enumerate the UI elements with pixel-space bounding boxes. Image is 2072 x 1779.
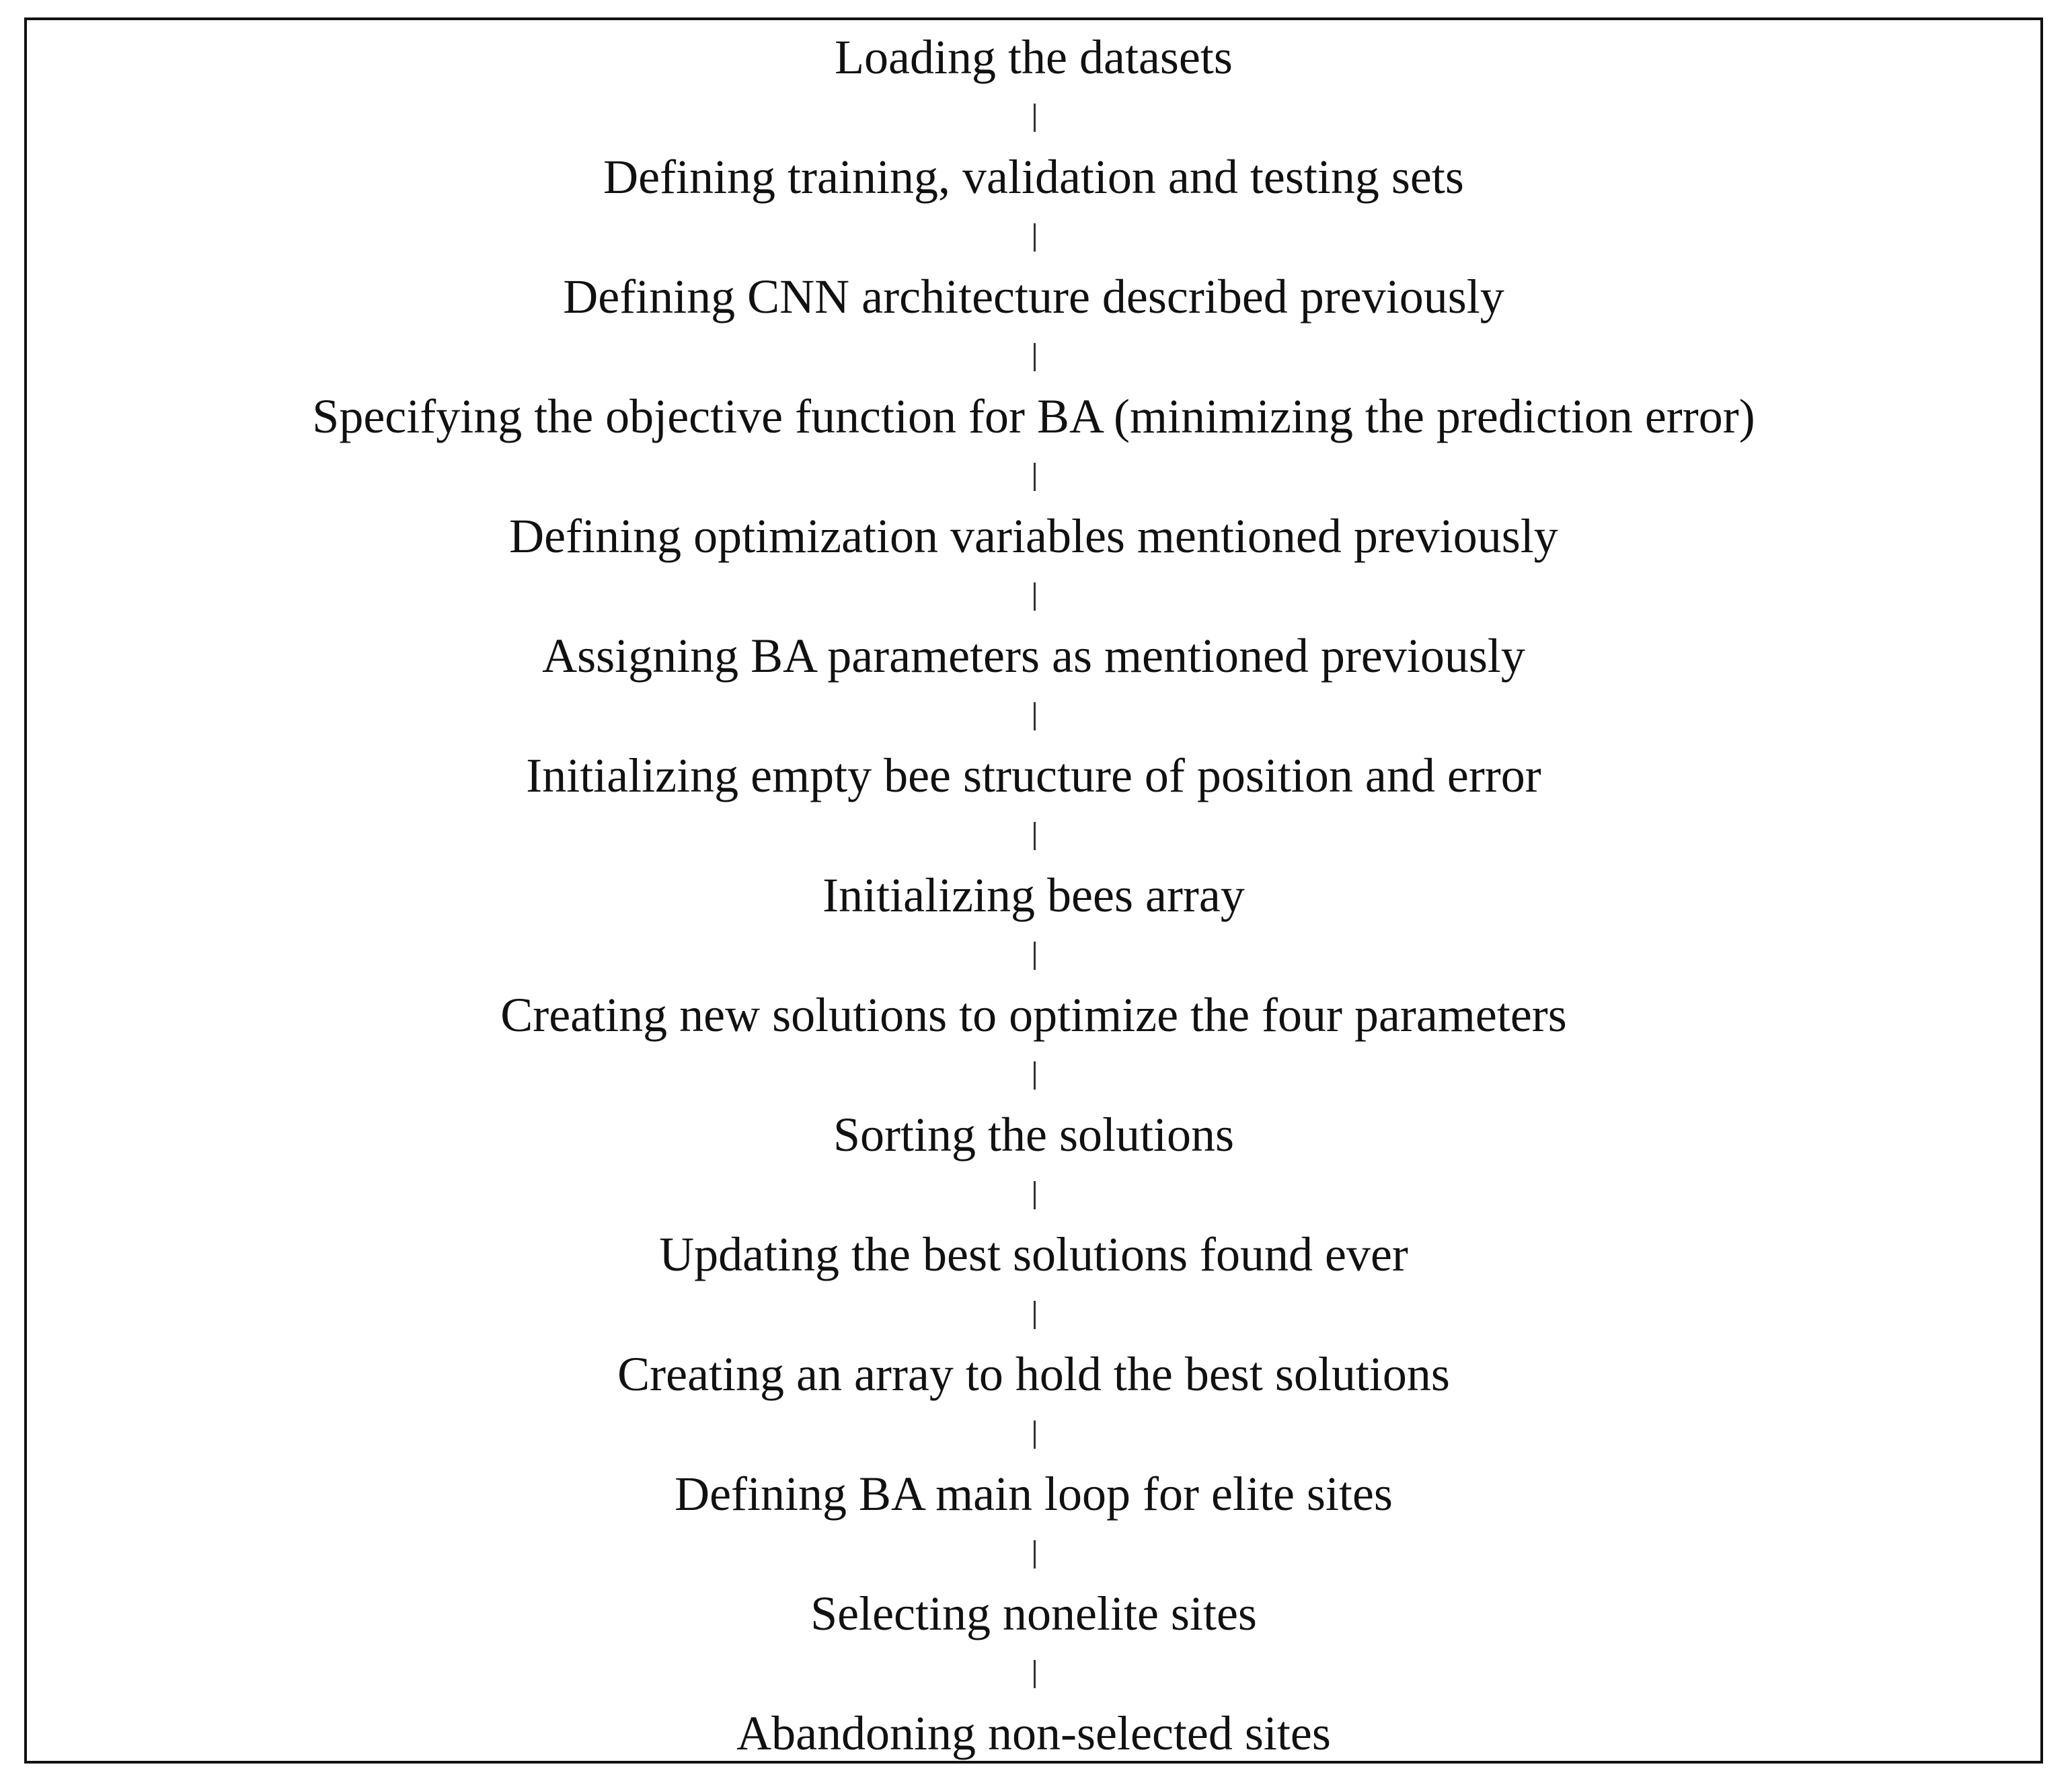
flow-connector-7	[1034, 822, 1036, 850]
flow-step-4: Specifying the objective function for BA…	[312, 389, 1755, 443]
flow-step-8: Initializing bees array	[822, 868, 1245, 922]
flow-step-5: Defining optimization variables mentione…	[509, 509, 1558, 563]
flow-connector-5	[1034, 582, 1036, 611]
flow-connector-11	[1034, 1301, 1036, 1329]
flow-step-10: Sorting the solutions	[833, 1108, 1235, 1162]
flow-connector-12	[1034, 1421, 1036, 1449]
flow-connector-13	[1034, 1540, 1036, 1568]
flow-connector-10	[1034, 1181, 1036, 1209]
flow-step-12: Creating an array to hold the best solut…	[617, 1347, 1450, 1401]
flow-step-14: Selecting nonelite sites	[810, 1587, 1257, 1640]
flow-connector-3	[1034, 343, 1036, 371]
flow-step-1: Loading the datasets	[835, 30, 1233, 84]
flow-step-3: Defining CNN architecture described prev…	[563, 270, 1504, 324]
flow-step-15: Abandoning non-selected sites	[736, 1706, 1331, 1760]
flow-connector-2	[1034, 223, 1036, 252]
flow-connector-1	[1034, 104, 1036, 132]
flow-connector-4	[1034, 463, 1036, 491]
flow-step-7: Initializing empty bee structure of posi…	[526, 749, 1541, 802]
flow-step-9: Creating new solutions to optimize the f…	[500, 988, 1567, 1042]
flow-step-11: Updating the best solutions found ever	[659, 1227, 1408, 1281]
flow-connector-6	[1034, 702, 1036, 730]
flow-step-6: Assigning BA parameters as mentioned pre…	[542, 629, 1525, 683]
flow-connector-8	[1034, 942, 1036, 970]
flowchart-steps: Loading the datasets Defining training, …	[27, 20, 2040, 1761]
flow-step-13: Defining BA main loop for elite sites	[675, 1467, 1393, 1521]
flow-step-2: Defining training, validation and testin…	[603, 150, 1464, 204]
flow-connector-9	[1034, 1061, 1036, 1090]
flow-connector-14	[1034, 1660, 1036, 1688]
flowchart-frame: Loading the datasets Defining training, …	[24, 17, 2043, 1764]
